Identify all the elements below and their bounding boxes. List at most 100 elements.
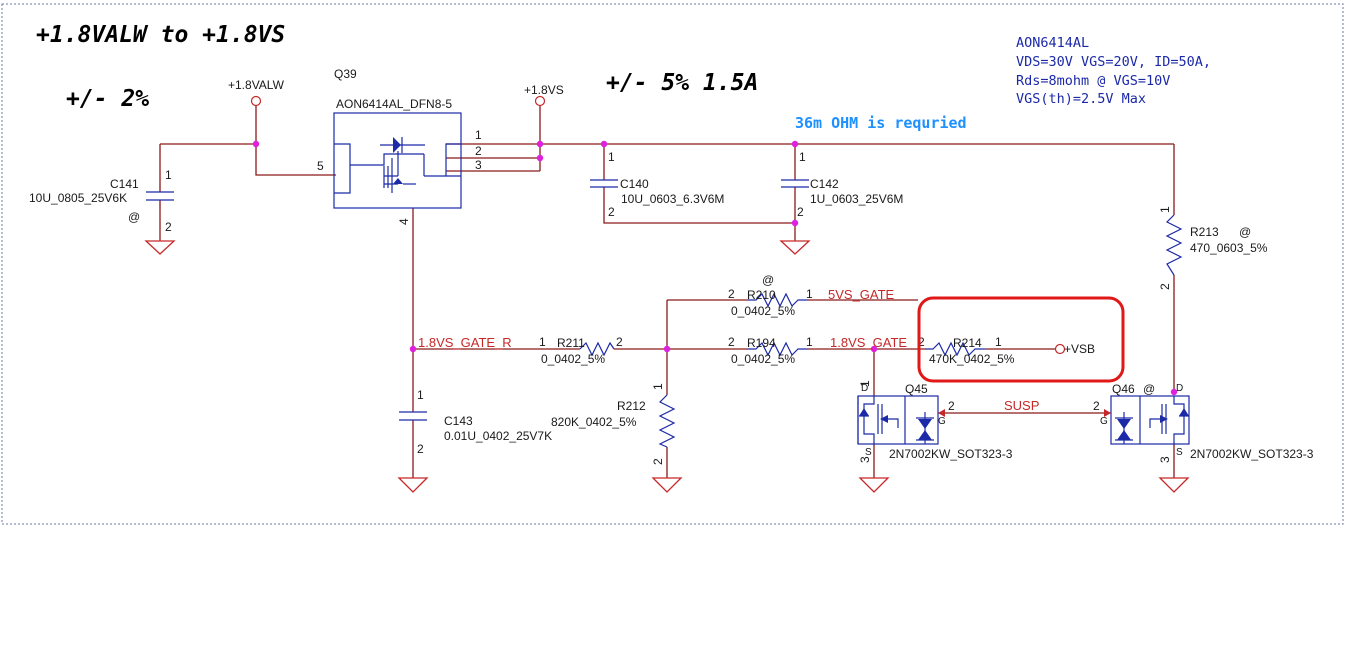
c140-ref: C140 [620,177,649,191]
pin-number: D [861,383,868,394]
pin-number: 1 [806,287,813,301]
pin-number: 2 [616,335,623,349]
highlight-box [917,296,1125,383]
q39-ref: Q39 [334,67,357,81]
pin-number: 1 [475,128,482,142]
spec-line-4: VGS(th)=2.5V Max [1016,91,1146,107]
q46-ref: Q46 [1112,382,1135,396]
junction [409,345,417,353]
pin-number: S [865,447,872,458]
r211-ref: R211 [557,336,585,350]
wires [159,101,1175,478]
title: +1.8VALW to +1.8VS [36,22,285,48]
junctions [252,140,1178,396]
r212-resistor: 1 2 R212 820K_0402_5% [551,383,676,465]
r194-ref: R194 [747,336,776,350]
c142-ref: C142 [810,177,839,191]
junction [870,345,878,353]
r213-resistor: 1 2 R213 @ 470_0603_5% [1158,206,1268,290]
sheet-frame [1,3,1344,525]
pin-number: 5 [317,159,324,173]
r214-resistor: 2 1 R214 470K_0402_5% [918,335,1015,366]
junction [536,154,544,162]
r211-resistor: 1 2 R211 0_0402_5% [539,335,623,366]
r210-note: @ [762,273,774,287]
pin-number: 1 [799,150,806,164]
junction [600,140,608,148]
net-5vs-gate: 5VS_GATE [828,287,895,302]
pin-number: 3 [1158,456,1172,463]
pin-number: 2 [651,458,665,465]
r211-value: 0_0402_5% [541,352,605,366]
junction [791,219,799,227]
tolerance-in: +/- 2% [66,86,149,112]
power-vsb-label: +VSB [1064,342,1095,356]
ground-icon [1158,477,1190,493]
ground-icon [858,477,890,493]
pin-number: 3 [475,158,482,172]
pin-number: 1 [1158,206,1172,213]
pin-number: D [1176,383,1183,394]
pin-number: 2 [1158,283,1172,290]
r212-ref: R212 [617,399,646,413]
susp-arrow-left [938,409,945,417]
pin-number: 2 [728,335,735,349]
r210-resistor: 2 1 @ R210 0_0402_5% [728,273,813,318]
r212-value: 820K_0402_5% [551,415,637,429]
spec-line-2: VDS=30V VGS=20V, ID=50A, [1016,54,1211,70]
net-1-8vs-gate: 1.8VS_GATE [830,335,907,350]
r194-value: 0_0402_5% [731,352,795,366]
r214-ref: R214 [953,336,982,350]
power-out-label: +1.8VS [524,83,564,97]
pin-number: 1 [806,335,813,349]
pin-number: 1 [539,335,546,349]
pin-number: 1 [858,380,872,387]
pin-number: 2 [918,335,925,349]
c141-capacitor: 1 2 C141 10U_0805_25V6K @ [29,168,174,234]
q46-mosfet: D G S 2 3 Q46 @ 2N7002KW_SOT323-3 [1093,382,1314,463]
pin-number: G [1100,416,1108,427]
pin-number: 1 [651,383,665,390]
r194-resistor: 2 1 R194 0_0402_5% [728,335,813,366]
c141-ref: C141 [110,177,139,191]
net-1-8vs-gate-r: 1.8VS_GATE_R [418,335,512,350]
c143-ref: C143 [444,414,473,428]
pin-number: G [938,416,946,427]
pin-number: 4 [397,218,411,225]
pin-number: 2 [417,442,424,456]
ground-icon [397,477,429,493]
power-port-out: +1.8VS [524,83,564,107]
ground-icon [779,240,811,255]
c140-capacitor: 1 2 C140 10U_0603_6.3V6M [590,150,724,219]
r210-ref: R210 [747,288,776,302]
pin-number: 1 [165,168,172,182]
junction [791,140,799,148]
pin-number: 1 [608,150,615,164]
pin-number: 2 [608,205,615,219]
pin-number: 2 [165,220,172,234]
q45-ref: Q45 [905,382,928,396]
net-susp: SUSP [1004,398,1039,413]
pin-number: S [1176,447,1183,458]
r213-note: @ [1239,225,1251,239]
pin-number: 2 [475,144,482,158]
spec-line-1: AON6414AL [1016,35,1089,51]
c142-value: 1U_0603_25V6M [810,192,903,206]
power-port-vsb: +VSB [1054,342,1095,356]
pin-number: 1 [995,335,1002,349]
r210-value: 0_0402_5% [731,304,795,318]
r213-ref: R213 [1190,225,1219,239]
pin-number: 1 [417,388,424,402]
q39-mosfet: Q39 AON6414AL_DFN8-5 1 2 3 5 4 [317,67,482,225]
q45-mosfet: D G S 1 2 3 Q45 2N7002KW_SOT323-3 [857,380,1013,463]
spec-line-3: Rds=8mohm @ VGS=10V [1016,73,1170,89]
junction [252,140,260,148]
r213-value: 470_0603_5% [1190,241,1268,255]
pin-number: 2 [1093,399,1100,413]
junction [663,345,671,353]
c142-capacitor: 1 2 C142 1U_0603_25V6M [781,150,903,219]
mosfet-spec: AON6414AL VDS=30V VGS=20V, ID=50A, Rds=8… [1016,35,1211,107]
junction [536,140,544,148]
q39-part: AON6414AL_DFN8-5 [336,97,452,111]
